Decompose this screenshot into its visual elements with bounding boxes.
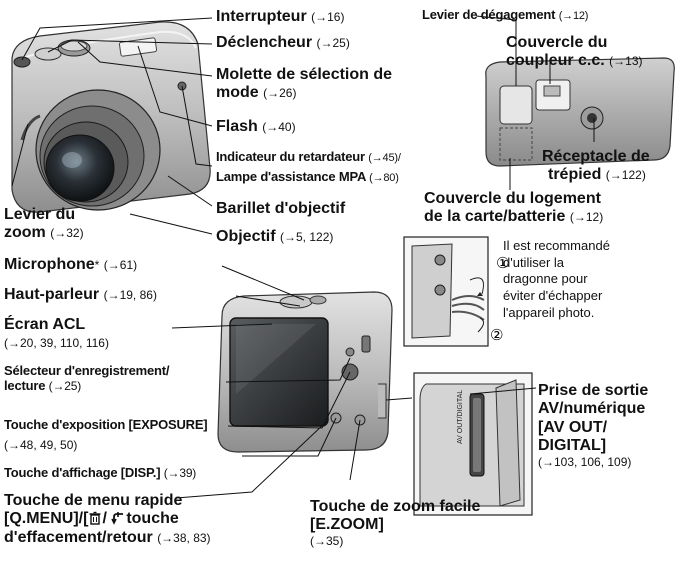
- levier-zoom-line-1: Levier du: [4, 206, 84, 224]
- molette-ref: (→26): [263, 86, 296, 100]
- label-prise-sortie: Prise de sortie AV/numérique [AV OUT/ DI…: [538, 382, 648, 469]
- declencheur-ref: (→25): [317, 36, 350, 50]
- receptacle-line-2: trépied: [548, 166, 601, 183]
- levier-degagement-ref: (→12): [559, 10, 589, 22]
- label-couvercle-coupleur: Couvercle du coupleur c.c. (→13): [506, 34, 643, 71]
- label-ecran: Écran ACL: [4, 316, 85, 334]
- label-objectif: Objectif (→5, 122): [216, 228, 333, 246]
- label-molette: Molette de sélection de mode (→26): [216, 66, 392, 103]
- declencheur-text: Déclencheur: [216, 34, 312, 51]
- flash-ref: (→40): [262, 120, 295, 134]
- haut-parleur-text: Haut-parleur: [4, 286, 99, 303]
- prise-sortie-line-4: DIGITAL]: [538, 437, 648, 455]
- menu-rapide-line-3: d'effacement/retour: [4, 529, 153, 546]
- couvercle-coupleur-line-2: coupleur c.c.: [506, 52, 605, 69]
- interrupteur-ref: (→16): [311, 10, 344, 24]
- label-declencheur: Déclencheur (→25): [216, 34, 350, 52]
- prise-sortie-line-2: AV/numérique: [538, 400, 648, 418]
- receptacle-ref: (→122): [606, 168, 646, 182]
- exposition-text: Touche d'exposition [EXPOSURE]: [4, 417, 207, 432]
- lampe-text: Lampe d'assistance MPA: [216, 169, 366, 184]
- levier-degagement-text: Levier de dégagement: [422, 7, 555, 22]
- note-line-3: dragonne pour: [503, 271, 610, 288]
- label-receptacle: Réceptacle de trépied (→122): [542, 148, 650, 185]
- label-levier-zoom: Levier du zoom (→32): [4, 206, 84, 243]
- label-lampe: Lampe d'assistance MPA (→80): [216, 170, 399, 185]
- microphone-star: *: [95, 258, 100, 272]
- flash-text: Flash: [216, 118, 258, 135]
- molette-line-1: Molette de sélection de: [216, 66, 392, 84]
- label-indicateur: Indicateur du retardateur (→45)/: [216, 150, 401, 165]
- label-couvercle-logement: Couvercle du logement de la carte/batter…: [424, 190, 603, 227]
- ecran-text: Écran ACL: [4, 316, 85, 333]
- couvercle-logement-line-1: Couvercle du logement: [424, 190, 603, 208]
- zoom-facile-line-1: Touche de zoom facile: [310, 498, 480, 516]
- trash-icon: [88, 511, 102, 525]
- affichage-ref: (→39): [164, 466, 196, 480]
- port-inset: AV OUT/DIGITAL: [414, 373, 532, 515]
- strap-inset: ① ②: [404, 237, 509, 346]
- zoom-facile-line-2: [E.ZOOM]: [310, 516, 480, 534]
- molette-line-2: mode: [216, 84, 259, 101]
- levier-zoom-ref: (→32): [50, 226, 83, 240]
- port-label-text: AV OUT/DIGITAL: [457, 390, 464, 444]
- note-line-2: d'utiliser la: [503, 255, 610, 272]
- prise-sortie-ref: (→103, 106, 109): [538, 456, 648, 470]
- label-barillet: Barillet d'objectif: [216, 200, 345, 218]
- haut-parleur-ref: (→19, 86): [104, 288, 157, 302]
- selecteur-ref: (→25): [49, 379, 81, 393]
- label-menu-rapide: Touche de menu rapide [Q.MENU]/[ / touche…: [4, 492, 211, 547]
- step-2-number: ②: [490, 327, 503, 344]
- receptacle-line-1: Réceptacle de: [542, 148, 650, 166]
- strap-recommendation-note: Il est recommandé d'utiliser la dragonne…: [503, 238, 610, 321]
- microphone-ref: (→61): [104, 258, 137, 272]
- menu-rapide-line-2c: touche: [126, 510, 178, 527]
- ecran-ref: (→20, 39, 110, 116): [4, 336, 109, 350]
- label-haut-parleur: Haut-parleur (→19, 86): [4, 286, 157, 304]
- couvercle-logement-line-2: de la carte/batterie: [424, 208, 565, 225]
- label-flash: Flash (→40): [216, 118, 296, 136]
- label-interrupteur: Interrupteur (→16): [216, 8, 344, 26]
- label-zoom-facile: Touche de zoom facile [E.ZOOM] (→35): [310, 498, 480, 549]
- objectif-text: Objectif: [216, 228, 276, 245]
- couvercle-coupleur-ref: (→13): [609, 54, 642, 68]
- interrupteur-text: Interrupteur: [216, 8, 307, 25]
- indicateur-text: Indicateur du retardateur: [216, 149, 365, 164]
- label-microphone: Microphone* (→61): [4, 256, 137, 274]
- zoom-facile-ref: (→35): [310, 535, 480, 549]
- lampe-ref: (→80): [369, 172, 399, 184]
- menu-rapide-ref: (→38, 83): [157, 531, 210, 545]
- note-line-5: l'appareil photo.: [503, 305, 610, 322]
- objectif-ref: (→5, 122): [280, 230, 333, 244]
- label-selecteur: Sélecteur d'enregistrement/ lecture (→25…: [4, 364, 169, 394]
- levier-zoom-line-2: zoom: [4, 224, 46, 241]
- selecteur-line-1: Sélecteur d'enregistrement/: [4, 364, 169, 379]
- label-levier-degagement: Levier de dégagement (→12): [422, 8, 588, 23]
- microphone-text: Microphone: [4, 256, 95, 273]
- note-line-1: Il est recommandé: [503, 238, 610, 255]
- couvercle-logement-ref: (→12): [570, 210, 603, 224]
- note-line-4: éviter d'échapper: [503, 288, 610, 305]
- return-arrow-icon: [111, 511, 126, 525]
- indicateur-ref: (→45)/: [368, 152, 400, 164]
- affichage-text: Touche d'affichage [DISP.]: [4, 465, 160, 480]
- selecteur-line-2: lecture: [4, 378, 45, 393]
- barillet-text: Barillet d'objectif: [216, 200, 345, 217]
- menu-rapide-line-1: Touche de menu rapide: [4, 492, 211, 510]
- label-affichage: Touche d'affichage [DISP.] (→39): [4, 466, 196, 481]
- prise-sortie-line-3: [AV OUT/: [538, 419, 648, 437]
- menu-rapide-line-2b: /: [102, 510, 111, 527]
- prise-sortie-line-1: Prise de sortie: [538, 382, 648, 400]
- menu-rapide-line-2a: [Q.MENU]/[: [4, 510, 88, 527]
- exposition-ref: (→48, 49, 50): [4, 438, 77, 452]
- label-exposition: Touche d'exposition [EXPOSURE]: [4, 418, 207, 433]
- couvercle-coupleur-line-1: Couvercle du: [506, 34, 643, 52]
